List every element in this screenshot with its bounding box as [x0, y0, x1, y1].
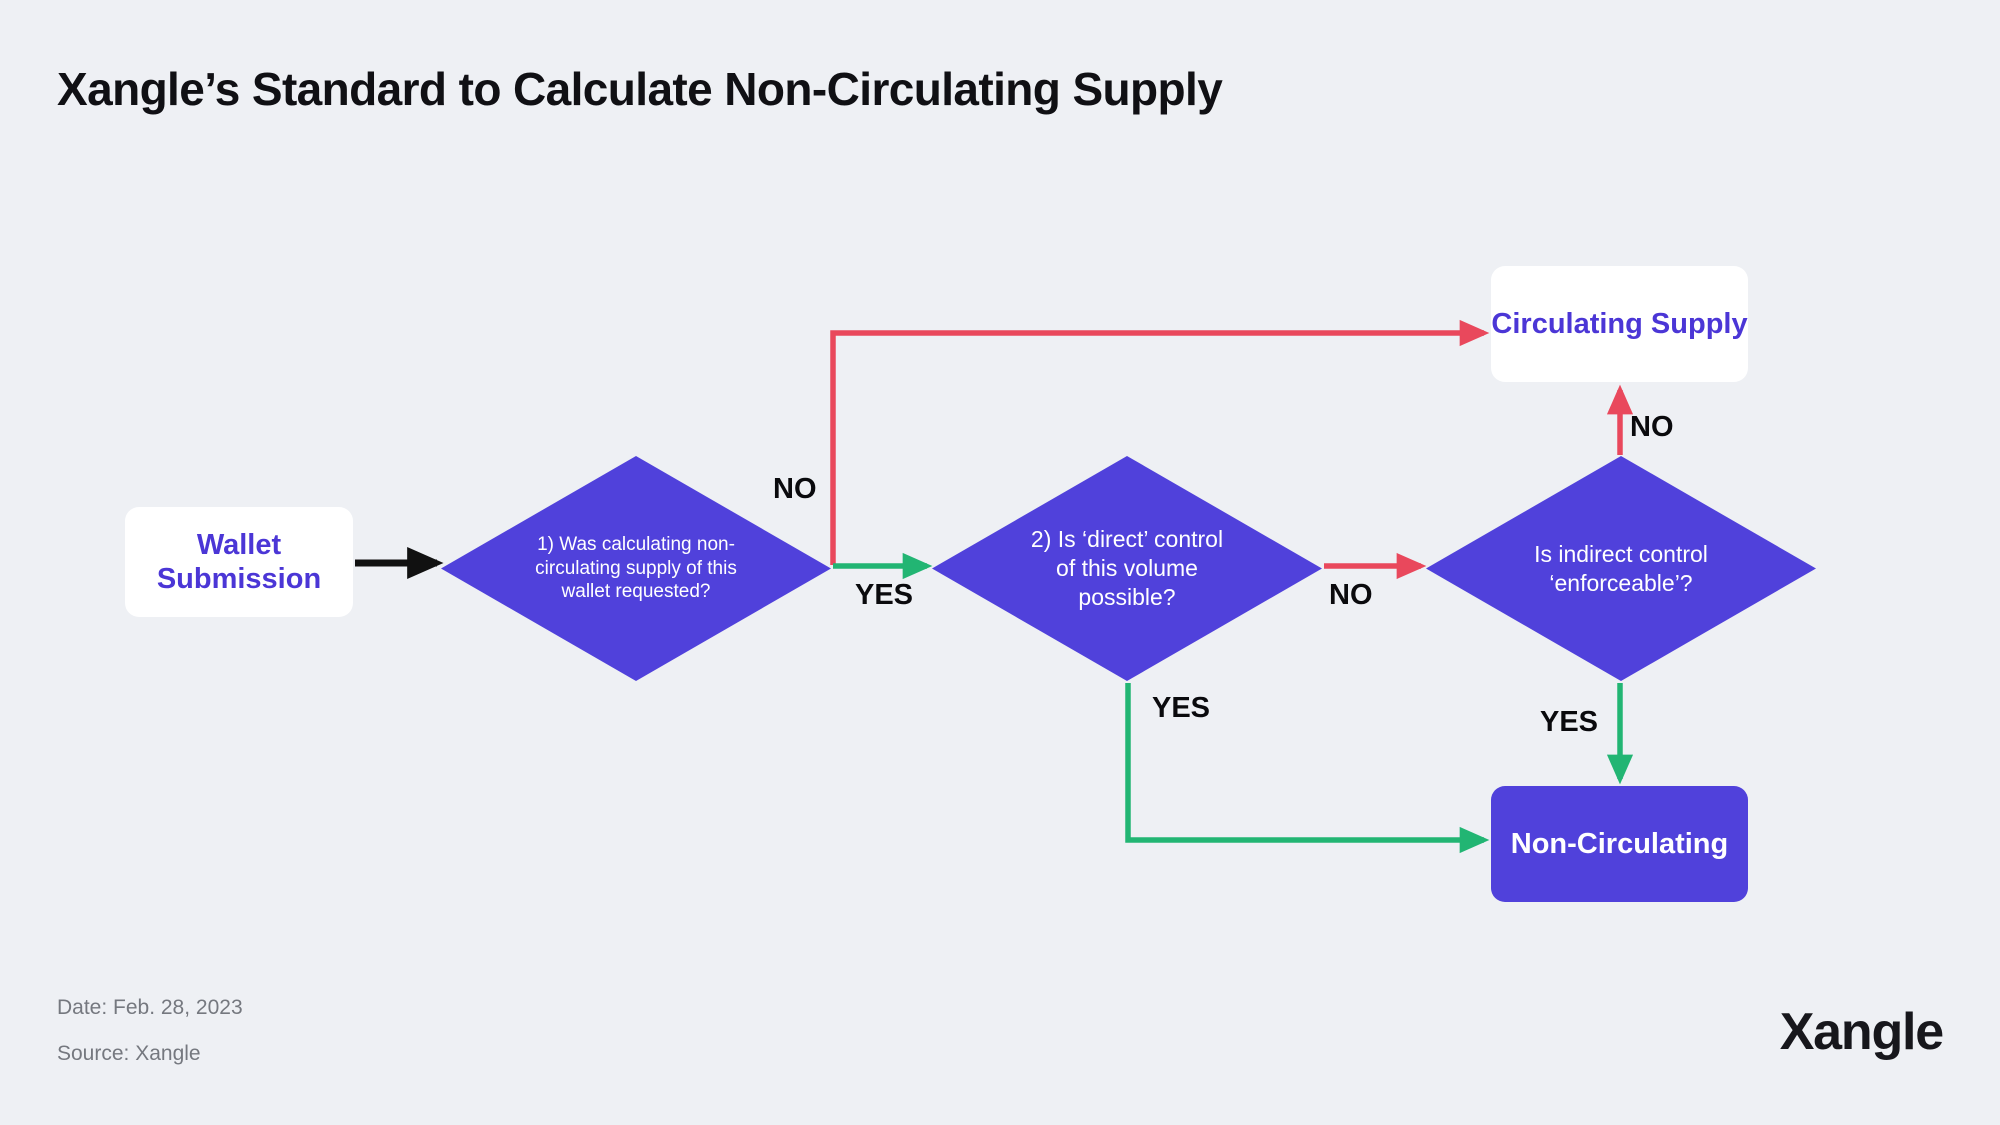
node-non-circulating-label: Non-Circulating [1510, 827, 1729, 860]
node-question-3[interactable]: Is indirect control ‘enforceable’? [1426, 456, 1816, 681]
node-wallet-submission[interactable]: Wallet Submission [125, 507, 353, 617]
edge-label-q3-no: NO [1630, 411, 1674, 443]
page-title: Xangle’s Standard to Calculate Non-Circu… [57, 63, 1223, 115]
edge-label-q3-yes: YES [1540, 706, 1599, 738]
xangle-logo: Xangle [1779, 1003, 1945, 1061]
node-wallet-submission-label: Wallet Submission [156, 528, 322, 595]
node-question-1[interactable]: 1) Was calculating non-circulating suppl… [441, 456, 831, 681]
edge-q2-yes [1125, 683, 1490, 854]
node-question-1-label: 1) Was calculating non-circulating suppl… [535, 533, 737, 603]
footer-date: Date: Feb. 28, 2023 [57, 996, 243, 1019]
edge-label-q1-yes: YES [855, 579, 914, 611]
node-question-3-label: Is indirect control ‘enforceable’? [1534, 540, 1708, 596]
node-question-2-label: 2) Is ‘direct’ control of this volume po… [1030, 526, 1224, 610]
edge-label-q2-yes: YES [1152, 692, 1211, 724]
edge-label-q1-no: NO [773, 473, 817, 505]
node-question-2[interactable]: 2) Is ‘direct’ control of this volume po… [932, 456, 1322, 681]
edge-q1-no [830, 319, 1490, 565]
footer-source: Source: Xangle [57, 1042, 201, 1065]
node-circulating-supply-label: Circulating Supply [1491, 307, 1748, 340]
node-circulating-supply[interactable]: Circulating Supply [1491, 266, 1748, 382]
node-non-circulating[interactable]: Non-Circulating [1491, 786, 1748, 902]
edge-label-q2-no: NO [1329, 579, 1373, 611]
